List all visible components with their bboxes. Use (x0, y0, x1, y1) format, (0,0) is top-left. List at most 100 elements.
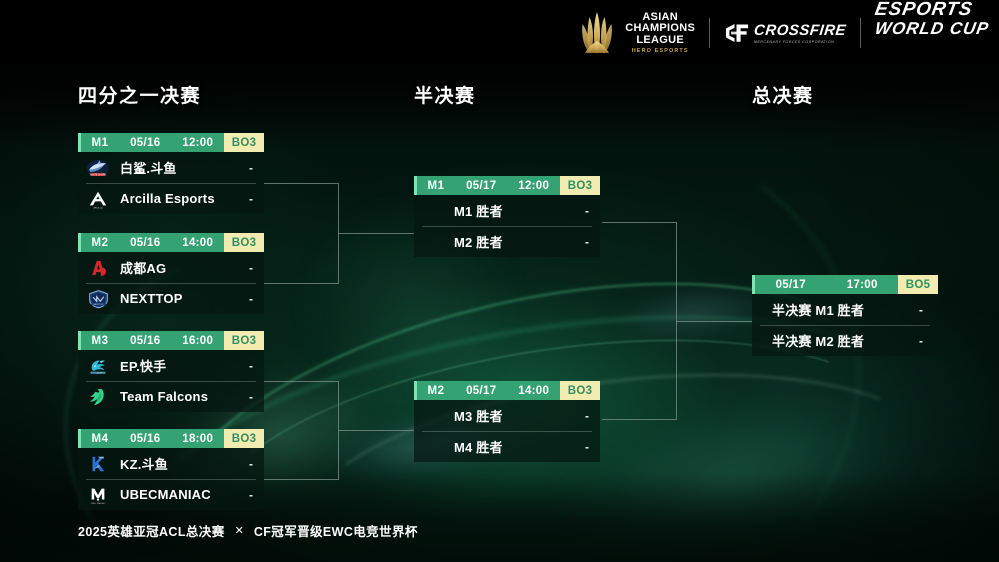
footer-left-text: 2025英雄亚冠ACL总决赛 (78, 525, 225, 539)
match-time: 18:00 (182, 432, 214, 445)
team-row[interactable]: M2 胜者 - (414, 226, 600, 257)
logo-divider (709, 18, 711, 48)
match-format-badge: BO3 (224, 233, 264, 252)
team-row[interactable]: E.P KUAISHOU EP.快手 - (78, 350, 264, 381)
match-time: 14:00 (518, 384, 550, 397)
team-row[interactable]: KZ.斗鱼 - (78, 448, 264, 479)
match-body: KZ.斗鱼 - UBEC MANIAC UBECMANIAC - (78, 448, 264, 510)
match-date: 05/16 (130, 432, 161, 445)
team-score: - (585, 408, 589, 423)
team-name: Team Falcons (120, 389, 209, 404)
match-format-badge: BO3 (224, 331, 264, 350)
team-row[interactable]: WHITE SHARK 白鲨.斗鱼 - (78, 152, 264, 183)
match-header: M1 05/16 12:00 BO3 (78, 133, 264, 152)
golden-feather-icon (582, 12, 613, 54)
team-score: - (249, 456, 253, 471)
footer-right-text: CF冠军晋级EWC电竞世界杯 (253, 525, 418, 539)
team-name: M2 胜者 (454, 235, 503, 250)
match-header: M2 05/16 14:00 BO3 (78, 233, 264, 252)
team-name: EP.快手 (120, 359, 167, 374)
match-header: M3 05/16 16:00 BO3 (78, 331, 264, 350)
bracket-connector (338, 233, 414, 234)
team-row[interactable]: 成都AG - (78, 252, 264, 283)
svg-text:UBEC MANIAC: UBEC MANIAC (91, 502, 106, 505)
match-card-sf-1[interactable]: M1 05/17 12:00 BO3 M1 胜者 - M2 胜者 - (414, 176, 600, 257)
asian-champions-league-logo: ASIAN CHAMPIONS LEAGUE HERO ESPORTS (578, 0, 695, 66)
match-header: M4 05/16 18:00 BO3 (78, 429, 264, 448)
team-name: NEXTTOP (120, 291, 183, 306)
acl-wordmark: ASIAN CHAMPIONS LEAGUE HERO ESPORTS (625, 10, 695, 55)
chengdu-ag-logo (84, 256, 112, 280)
team-row[interactable]: M4 胜者 - (414, 431, 600, 462)
team-name: M3 胜者 (454, 409, 503, 424)
bracket-connector (264, 183, 338, 184)
match-card-sf-2[interactable]: M2 05/17 14:00 BO3 M3 胜者 - M4 胜者 - (414, 381, 600, 462)
team-row[interactable]: ARCILLA Arcilla Esports - (78, 183, 264, 214)
svg-text:E.P KUAISHOU: E.P KUAISHOU (91, 371, 106, 374)
team-row[interactable]: M3 胜者 - (414, 400, 600, 431)
header-logo-bar: ASIAN CHAMPIONS LEAGUE HERO ESPORTS CROS… (578, 0, 999, 66)
logo-divider (860, 18, 862, 48)
match-body: 成都AG - NEXTTOP NEXTTOP - (78, 252, 264, 314)
team-row[interactable]: Team Falcons - (78, 381, 264, 412)
match-id: M1 (91, 136, 109, 149)
match-format-badge: BO3 (560, 381, 600, 400)
team-row[interactable]: NEXTTOP NEXTTOP - (78, 283, 264, 314)
ewc-line1: ESPORTS (873, 0, 975, 20)
bracket-connector (602, 419, 676, 420)
svg-text:WHITE SHARK: WHITE SHARK (90, 173, 107, 176)
svg-text:NEXTTOP: NEXTTOP (93, 303, 104, 305)
team-row[interactable]: UBEC MANIAC UBECMANIAC - (78, 479, 264, 510)
match-format-badge: BO3 (224, 429, 264, 448)
match-card-qf-3[interactable]: M3 05/16 16:00 BO3 E.P KUAISHOU EP.快手 - (78, 331, 264, 412)
bracket-connector (676, 321, 752, 322)
match-body: E.P KUAISHOU EP.快手 - Team Falcons - (78, 350, 264, 412)
team-row[interactable]: 半决赛 M2 胜者 - (752, 325, 938, 356)
match-card-qf-1[interactable]: M1 05/16 12:00 BO3 WHITE SHARK (78, 133, 264, 214)
team-score: - (919, 302, 923, 317)
team-name: 成都AG (120, 261, 167, 276)
team-name: 半决赛 M1 胜者 (772, 303, 865, 318)
match-id: M3 (91, 334, 109, 347)
ubecmaniac-logo: UBEC MANIAC (84, 483, 112, 507)
team-name: UBECMANIAC (120, 487, 211, 502)
match-format-badge: BO5 (898, 275, 938, 294)
match-format-badge: BO3 (224, 133, 264, 152)
acl-line3: LEAGUE (636, 33, 684, 46)
team-score: - (585, 234, 589, 249)
match-date: 05/17 (466, 179, 497, 192)
match-id: M2 (91, 236, 109, 249)
team-score: - (249, 191, 253, 206)
team-score: - (585, 439, 589, 454)
match-card-final[interactable]: 05/17 17:00 BO5 半决赛 M1 胜者 - 半决赛 M2 胜者 - (752, 275, 938, 356)
acl-subtitle: HERO ESPORTS (631, 47, 689, 54)
kz-douyu-logo (84, 452, 112, 476)
ep-kuaishou-logo: E.P KUAISHOU (84, 354, 112, 378)
match-id: M2 (427, 384, 445, 397)
team-name: KZ.斗鱼 (120, 457, 168, 472)
svg-text:ARCILLA: ARCILLA (93, 206, 103, 209)
team-name: Arcilla Esports (120, 191, 215, 206)
match-card-qf-2[interactable]: M2 05/16 14:00 BO3 成都AG - (78, 233, 264, 314)
match-header: M2 05/17 14:00 BO3 (414, 381, 600, 400)
match-body: M1 胜者 - M2 胜者 - (414, 195, 600, 257)
bracket-connector (264, 479, 338, 480)
match-time: 16:00 (182, 334, 214, 347)
team-score: - (249, 260, 253, 275)
round-title-semifinal: 半决赛 (414, 86, 476, 107)
acl-line1: ASIAN (642, 10, 679, 23)
match-date: 05/17 (775, 278, 806, 291)
team-score: - (249, 358, 253, 373)
match-card-qf-4[interactable]: M4 05/16 18:00 BO3 KZ.斗鱼 - (78, 429, 264, 510)
team-row[interactable]: 半决赛 M1 胜者 - (752, 294, 938, 325)
match-body: 半决赛 M1 胜者 - 半决赛 M2 胜者 - (752, 294, 938, 356)
match-date: 05/16 (130, 136, 161, 149)
team-row[interactable]: M1 胜者 - (414, 195, 600, 226)
match-id: M4 (91, 432, 109, 445)
team-score: - (249, 160, 253, 175)
ewc-line2: WORLD CUP (873, 18, 991, 38)
team-score: - (249, 389, 253, 404)
footer-caption: 2025英雄亚冠ACL总决赛 ✕ CF冠军晋级EWC电竞世界杯 (78, 521, 418, 540)
match-header: 05/17 17:00 BO5 (752, 275, 938, 294)
